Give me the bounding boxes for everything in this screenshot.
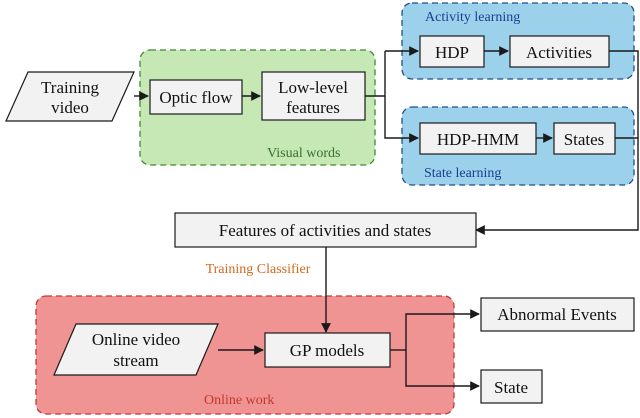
online-video-stream-line-2: stream [113,351,158,370]
abnormal-events-label: Abnormal Events [497,305,616,324]
online-video-stream-shape [53,323,219,376]
state-learning-label: State learning [424,166,501,181]
low-level-features-line-2: features [286,98,340,117]
gp-models-label: GP models [290,341,364,360]
state-node: State [480,369,543,404]
edge-gp-to-state [405,350,480,391]
activities-label: Activities [526,43,592,62]
hdp-hmm-box [419,122,537,155]
activities-node: Activities [509,35,610,68]
visual-words-label: Visual words [267,146,340,161]
optic-flow-node: Optic flow [149,79,243,115]
hdp-label: HDP [435,43,469,62]
optic-flow-label: Optic flow [159,88,233,107]
abnormal-events-box [480,297,635,332]
training-video-line-2: video [51,98,89,117]
hdp-node: HDP [419,35,485,68]
edges [134,46,639,391]
states-node: States [553,122,616,155]
edge-activities-to-features [475,50,639,235]
gp-models-node: GP models [264,332,391,368]
low-level-features-line-1: Low-level [278,78,348,97]
online-video-stream-node: Online video stream [53,323,219,376]
low-level-features-node: Low-level features [261,71,366,121]
edge-gp-to-abnormal [405,309,480,350]
features-label: Features of activities and states [219,221,431,240]
low-level-features-box [261,71,366,121]
hdp-hmm-label: HDP-HMM [437,130,519,149]
state-label: State [494,378,528,397]
features-box [174,212,477,248]
states-label: States [564,130,605,149]
edge-split-to-hdphmm [384,96,419,143]
training-video-shape [5,71,135,122]
hdp-hmm-node: HDP-HMM [419,122,537,155]
online-work-label: Online work [204,393,274,408]
activity-learning-label: Activity learning [425,10,520,25]
states-box [553,122,616,155]
gp-models-box [264,332,391,368]
training-video-line-1: Training [41,78,99,97]
online-video-stream-line-1: Online video [92,330,180,349]
abnormal-events-node: Abnormal Events [480,297,635,332]
optic-flow-box [149,79,243,115]
training-classifier-label: Training Classifier [206,262,311,277]
training-video-node: Training video [5,71,135,122]
hdp-box [419,35,485,68]
features-node: Features of activities and states [174,212,477,248]
activities-box [509,35,610,68]
state-box [480,369,543,404]
